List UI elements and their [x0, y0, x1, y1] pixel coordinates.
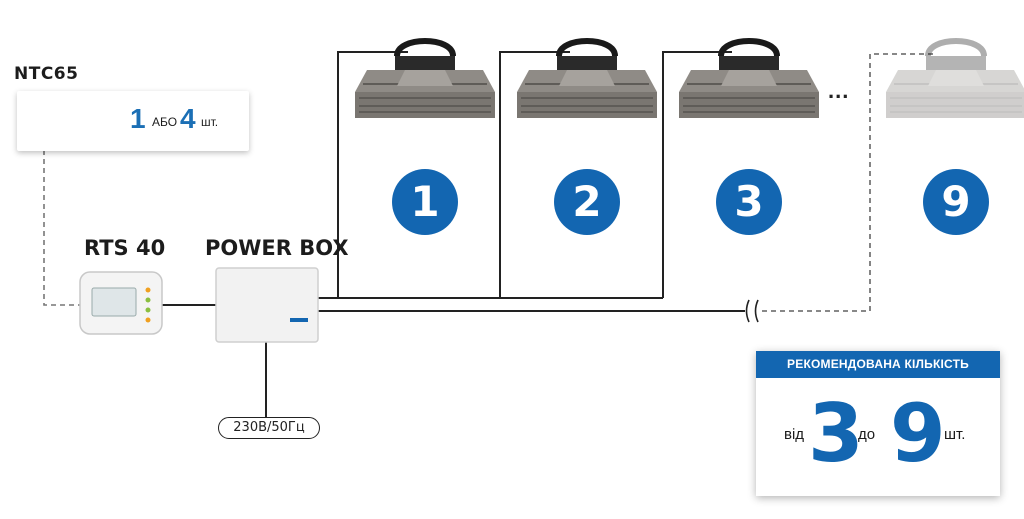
- ntc65-title: NTC65: [14, 64, 79, 84]
- heater-number-9: 9: [923, 169, 989, 235]
- break-marks: [745, 299, 759, 323]
- ellipsis: ...: [828, 78, 850, 103]
- rec-min-value: 3: [808, 387, 864, 480]
- recommendation-header: РЕКОМЕНДОВАНА КІЛЬКІСТЬ: [756, 351, 1000, 378]
- rts40-title: RTS 40: [84, 236, 166, 260]
- rts40-device: [79, 271, 163, 335]
- drop-heater-1: [337, 51, 408, 298]
- ntc65-panel: [17, 91, 249, 151]
- recommendation-box: РЕКОМЕНДОВАНА КІЛЬКІСТЬ від 3 до 9 шт.: [756, 351, 1000, 496]
- power-box-device: [215, 267, 319, 343]
- sensor-link: [43, 132, 84, 306]
- heater-number-3: 3: [716, 169, 782, 235]
- ntc-count-a: 1: [130, 103, 146, 134]
- drop-heater-2: [499, 51, 570, 298]
- rec-max-value: 9: [890, 387, 946, 480]
- ntc-count-b: 4: [180, 103, 196, 134]
- rec-unit-label: шт.: [944, 426, 966, 443]
- power-box-title: POWER BOX: [205, 236, 349, 260]
- rec-from-label: від: [784, 426, 805, 443]
- bus-line-dashed: [762, 53, 936, 312]
- heater-number-2: 2: [554, 169, 620, 235]
- drop-heater-3: [662, 51, 732, 298]
- ntc-unit-label: шт.: [201, 115, 219, 129]
- rec-to-label: до: [858, 426, 876, 443]
- ntc-or-label: АБО: [152, 115, 178, 129]
- heater-9: [886, 41, 1024, 118]
- power-supply-label: 230В/50Гц: [218, 417, 320, 439]
- heater-number-1: 1: [392, 169, 458, 235]
